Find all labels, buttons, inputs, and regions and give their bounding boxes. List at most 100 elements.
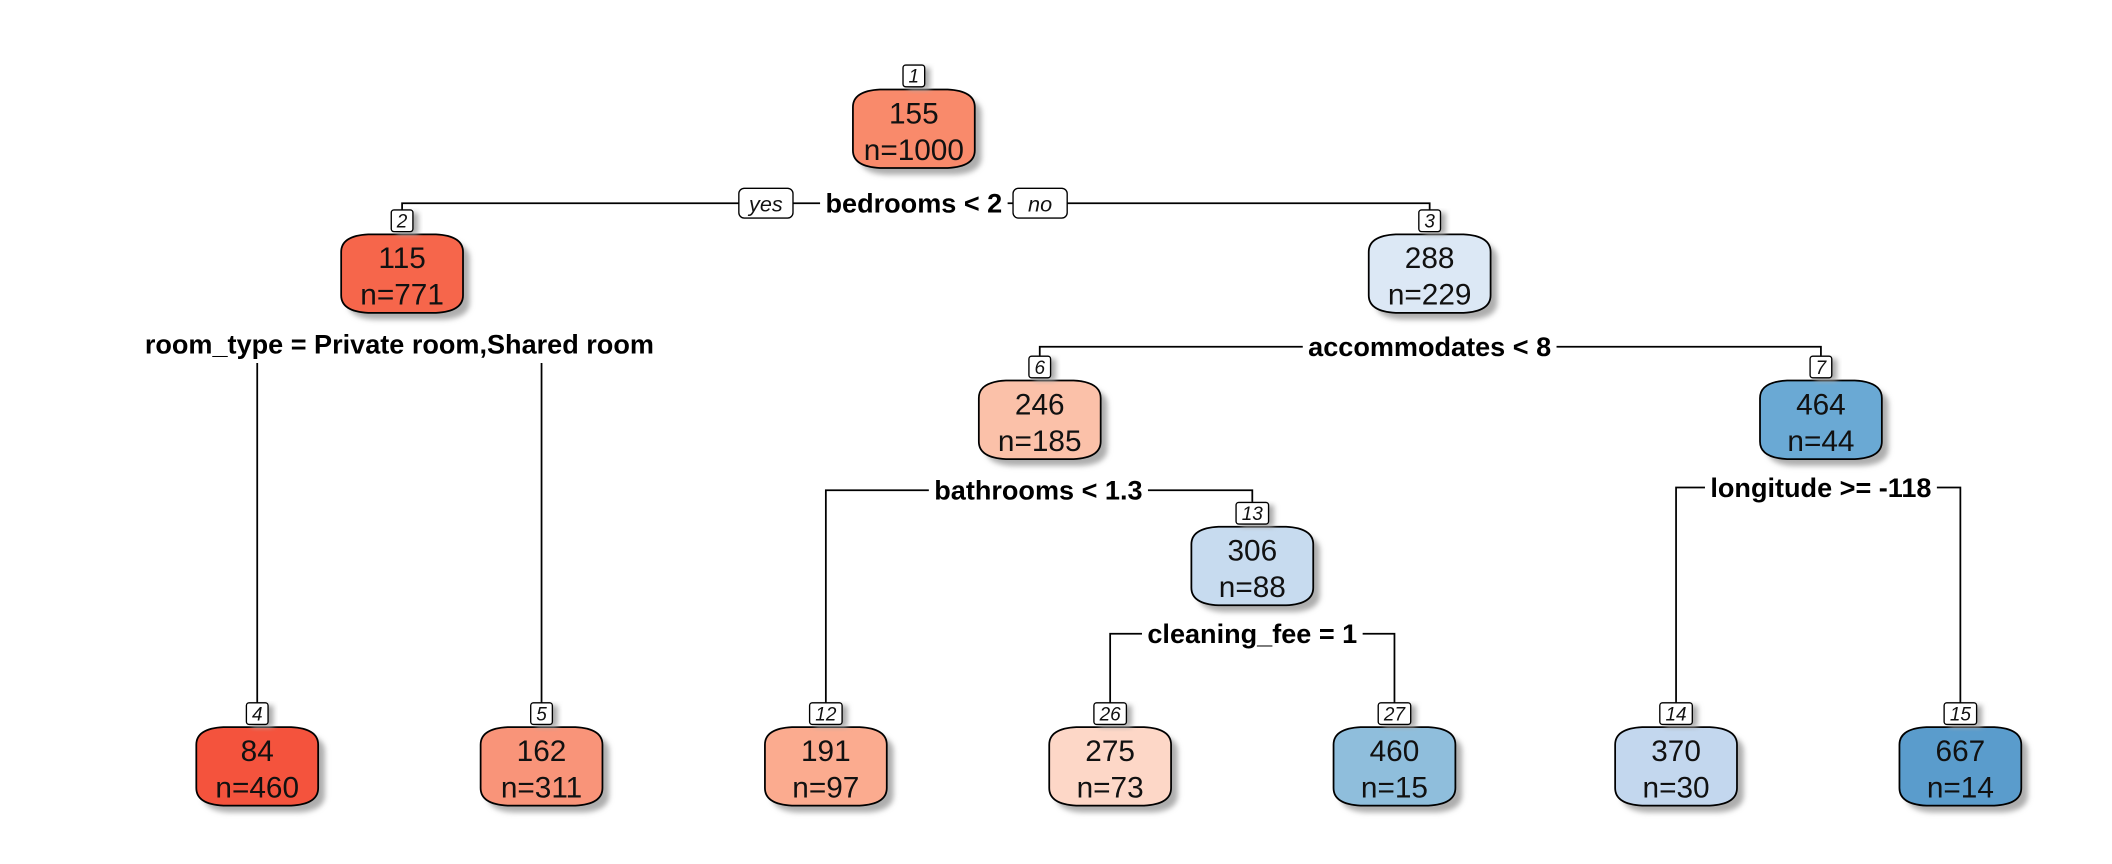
node-box [1190, 525, 1315, 607]
edge-right [1007, 202, 1431, 210]
edge-left [1038, 345, 1303, 357]
node-id: 13 [1242, 504, 1264, 525]
node-box [764, 726, 888, 807]
node-id: 5 [536, 704, 547, 725]
edge-left [824, 489, 929, 703]
tree-node-6: 6 246 n=185 [977, 355, 1108, 466]
split-label: room_type = Private room,Shared room [145, 328, 654, 359]
split-2: room_type = Private room,Shared room [145, 328, 654, 703]
node-count: n=88 [1219, 571, 1286, 604]
node-id-box [1418, 209, 1442, 233]
split-label: longitude >= -118 [1710, 472, 1931, 503]
node-box [1048, 726, 1172, 807]
split-13: cleaning_fee = 1 [1109, 618, 1396, 703]
node-count: n=15 [1361, 772, 1428, 805]
edge-right [1556, 345, 1822, 357]
node-id: 3 [1424, 212, 1435, 233]
split-label: bedrooms < 2 [825, 188, 1002, 219]
node-count: n=771 [360, 279, 444, 312]
node-id: 2 [396, 212, 408, 233]
node-count: n=97 [792, 772, 859, 805]
node-box [340, 233, 464, 314]
node-id: 1 [909, 67, 920, 88]
node-box [977, 379, 1102, 460]
node-id-box [1943, 702, 1978, 726]
node-id-box [1235, 501, 1270, 525]
node-count: n=460 [215, 772, 299, 805]
split-3: accommodates < 8 [1038, 331, 1822, 362]
node-count: n=44 [1787, 425, 1854, 458]
split-label: bathrooms < 1.3 [934, 475, 1142, 506]
node-id: 27 [1383, 704, 1407, 725]
node-id-box [390, 209, 414, 233]
node-count: n=14 [1927, 772, 1994, 805]
node-box [1614, 726, 1738, 807]
node-box [195, 726, 320, 807]
split-1: bedrooms < 2 yes no [401, 187, 1431, 219]
node-id-box [1028, 355, 1052, 379]
node-value: 667 [1936, 735, 1986, 768]
split-label: cleaning_fee = 1 [1147, 618, 1357, 649]
node-id-box [808, 702, 843, 726]
node-box [1367, 233, 1492, 314]
split-7: longitude >= -118 [1675, 472, 1962, 703]
node-box [852, 88, 976, 169]
node-id: 26 [1099, 704, 1122, 725]
node-value: 246 [1015, 388, 1065, 421]
edge-right [1147, 489, 1254, 503]
edge-right [1936, 486, 1962, 703]
node-id-box [245, 702, 269, 726]
no-label: no [1028, 191, 1052, 216]
node-id-box [1093, 702, 1128, 726]
node-value: 306 [1227, 535, 1277, 568]
yes-label: yes [747, 191, 783, 216]
split-label: accommodates < 8 [1308, 331, 1551, 362]
node-id: 15 [1950, 704, 1972, 725]
node-count: n=229 [1388, 279, 1472, 312]
node-count: n=1000 [864, 134, 964, 167]
node-box [1759, 379, 1883, 460]
tree-node-14: 14 370 n=30 [1614, 702, 1744, 813]
node-box [1332, 726, 1457, 807]
node-value: 370 [1651, 735, 1701, 768]
node-id: 7 [1816, 358, 1828, 379]
node-box [1898, 726, 2023, 807]
node-value: 84 [241, 735, 274, 768]
no-label-box [1012, 187, 1068, 219]
tree-node-5: 5 162 n=311 [479, 702, 610, 813]
node-value: 115 [378, 242, 425, 275]
node-id-box [530, 702, 554, 726]
node-id: 12 [815, 704, 837, 725]
node-id-box [1377, 702, 1412, 726]
node-box [479, 726, 604, 807]
node-value: 162 [517, 735, 567, 768]
tree-node-15: 15 667 n=14 [1898, 702, 2029, 813]
edge-left [1109, 632, 1142, 703]
node-id-box [1659, 702, 1693, 726]
node-id: 6 [1034, 358, 1045, 379]
node-count: n=30 [1643, 772, 1710, 805]
node-id: 14 [1666, 704, 1687, 725]
tree-node-1: 1 155 n=1000 [852, 64, 982, 175]
split-6: bathrooms < 1.3 [824, 475, 1254, 703]
node-count: n=185 [998, 425, 1082, 458]
tree-node-26: 26 275 n=73 [1048, 702, 1178, 813]
node-value: 275 [1085, 735, 1135, 768]
tree-node-4: 4 84 n=460 [195, 702, 325, 813]
node-id-box [1809, 355, 1833, 379]
edge-right [1362, 632, 1396, 703]
node-count: n=73 [1077, 772, 1144, 805]
edge-left [1675, 486, 1705, 703]
tree-node-2: 2 115 n=771 [340, 209, 470, 320]
edge-left [401, 202, 821, 210]
node-value: 155 [889, 97, 939, 130]
yes-label-box [738, 187, 794, 219]
node-count: n=311 [501, 772, 582, 805]
node-id-box [902, 64, 926, 88]
node-id: 4 [252, 704, 263, 725]
